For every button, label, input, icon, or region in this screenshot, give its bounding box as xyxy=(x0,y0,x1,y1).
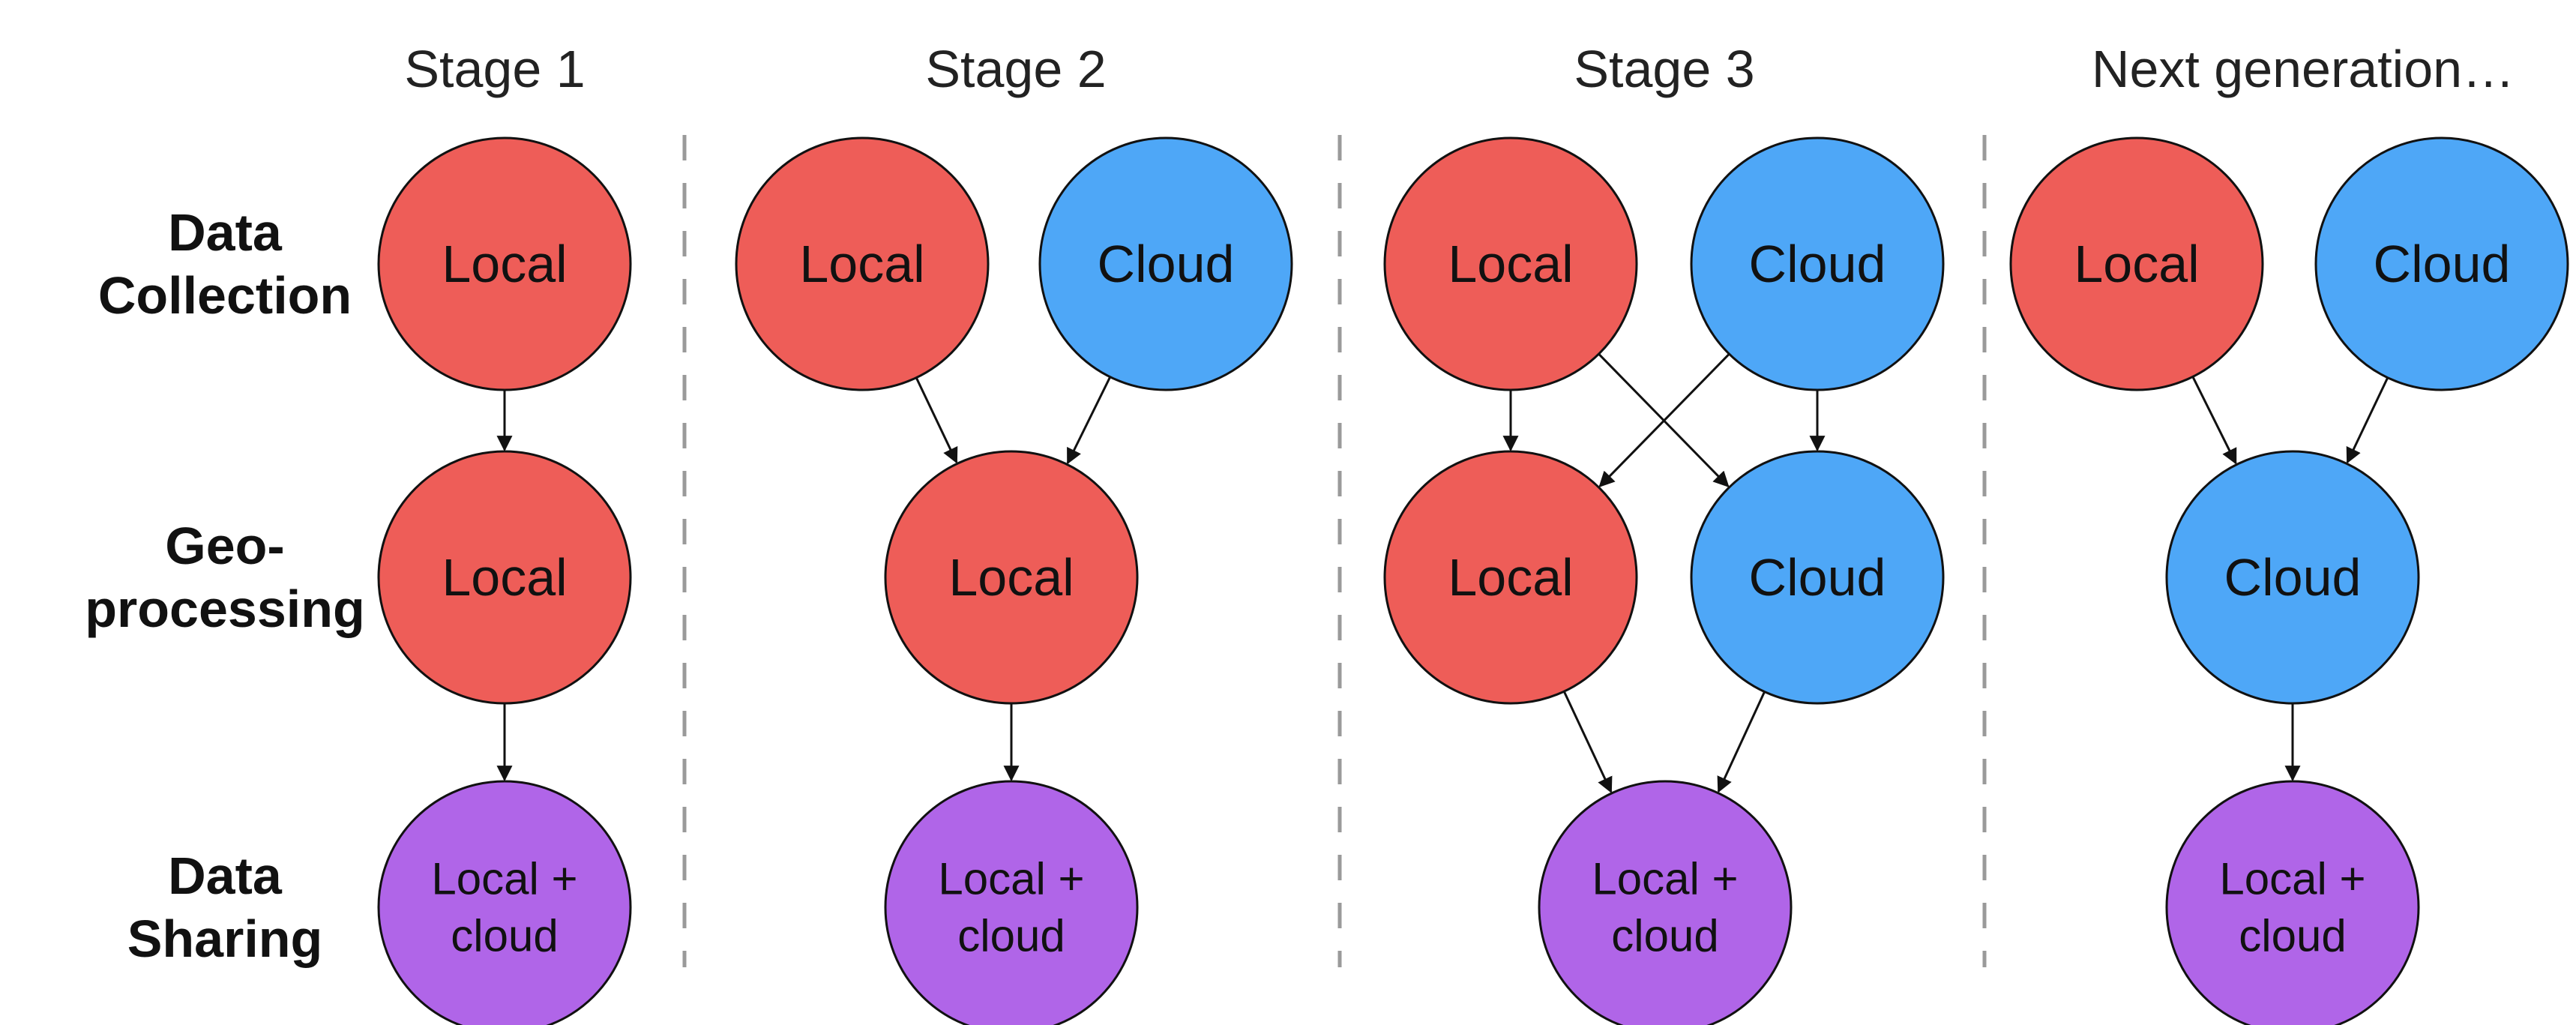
stage-title-3: Stage 3 xyxy=(1574,40,1754,98)
node-s4-share: Local +cloud xyxy=(2165,780,2420,1025)
node-circle xyxy=(377,450,632,705)
edge-s2-collect-local-to-s2-proc-local xyxy=(915,377,958,464)
node-circle xyxy=(2165,780,2420,1025)
node-label: Local xyxy=(2074,235,2199,293)
node-s2-share: Local +cloud xyxy=(884,780,1139,1025)
node-label: Local +cloud xyxy=(431,854,577,961)
node-label: Local xyxy=(442,548,567,607)
node-s4-collect-cloud: Cloud xyxy=(2314,136,2569,391)
node-label: Cloud xyxy=(1749,548,1886,607)
node-s3-proc-local: Local xyxy=(1383,450,1638,705)
node-circle xyxy=(2165,450,2420,705)
node-label: Local xyxy=(442,235,567,293)
node-s1-share: Local +cloud xyxy=(377,780,632,1025)
edge-s4-collect-cloud-to-s4-proc-cloud xyxy=(2346,377,2389,464)
node-circle xyxy=(1383,136,1638,391)
node-s2-proc-local: Local xyxy=(884,450,1139,705)
node-s4-collect-local: Local xyxy=(2009,136,2264,391)
node-circle xyxy=(884,780,1139,1025)
edge-s3-proc-local-to-s3-share xyxy=(1562,691,1613,793)
node-label: Local +cloud xyxy=(2219,854,2365,961)
node-circle xyxy=(1383,450,1638,705)
node-s3-collect-local: Local xyxy=(1383,136,1638,391)
node-label: Local xyxy=(1448,235,1573,293)
node-s3-proc-cloud: Cloud xyxy=(1690,450,1945,705)
node-circle xyxy=(1038,136,1293,391)
node-label: Local xyxy=(1448,548,1573,607)
edge-s3-proc-cloud-to-s3-share xyxy=(1717,691,1766,793)
node-circle xyxy=(2009,136,2264,391)
node-circle xyxy=(1690,136,1945,391)
node-label: Cloud xyxy=(1098,235,1235,293)
node-label: Local xyxy=(948,548,1074,607)
stage-title-2: Stage 2 xyxy=(925,40,1106,98)
node-s2-collect-local: Local xyxy=(735,136,990,391)
node-label: Local xyxy=(799,235,924,293)
node-label: Cloud xyxy=(2374,235,2511,293)
node-circle xyxy=(735,136,990,391)
row-label-2: Geo-processing xyxy=(85,517,364,638)
node-circle xyxy=(884,450,1139,705)
node-label: Cloud xyxy=(1749,235,1886,293)
node-s4-proc-cloud: Cloud xyxy=(2165,450,2420,705)
edge-s4-collect-local-to-s4-proc-cloud xyxy=(2191,376,2237,465)
node-s3-collect-cloud: Cloud xyxy=(1690,136,1945,391)
stage-title-4: Next generation… xyxy=(2092,40,2515,98)
diagram-edges xyxy=(496,353,2389,793)
edge-s2-collect-cloud-to-s2-proc-local xyxy=(1066,376,1112,465)
node-label: Local +cloud xyxy=(938,854,1084,961)
stage-title-1: Stage 1 xyxy=(404,40,585,98)
edge-s3-collect-cloud-to-s3-proc-local xyxy=(1598,353,1730,487)
node-circle xyxy=(377,780,632,1025)
stage-dividers xyxy=(682,135,1987,967)
node-s1-proc-local: Local xyxy=(377,450,632,705)
node-s3-share: Local +cloud xyxy=(1538,780,1793,1025)
node-s1-collect-local: Local xyxy=(377,136,632,391)
node-circle xyxy=(1538,780,1793,1025)
node-circle xyxy=(2314,136,2569,391)
node-circle xyxy=(377,136,632,391)
stage-titles: Stage 1 Stage 2 Stage 3 Next generation… xyxy=(404,40,2515,98)
node-label: Cloud xyxy=(2224,548,2362,607)
node-circle xyxy=(1690,450,1945,705)
node-s2-collect-cloud: Cloud xyxy=(1038,136,1293,391)
node-label: Local +cloud xyxy=(1592,854,1738,961)
